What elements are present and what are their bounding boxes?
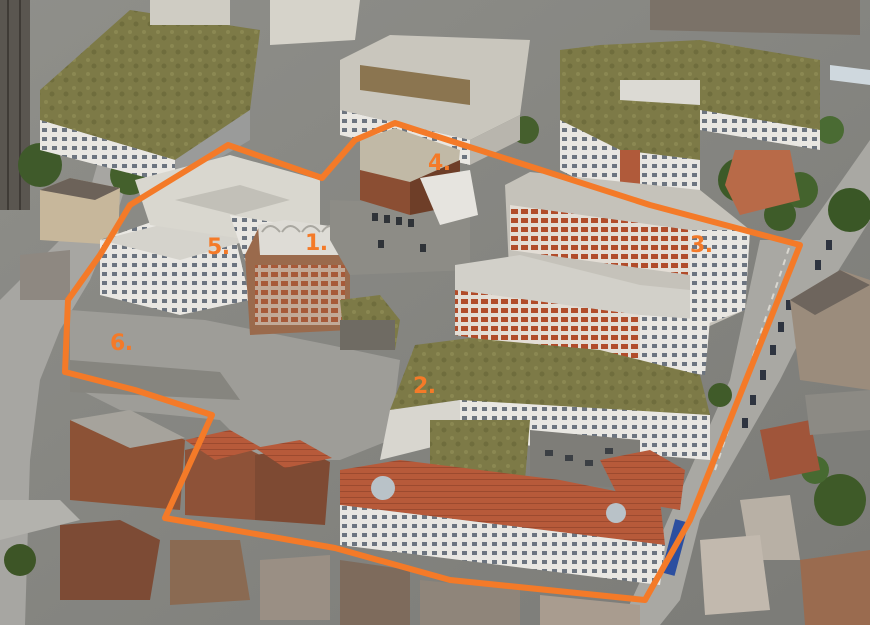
parked-cars — [742, 240, 832, 428]
zone-label-2: 2. — [413, 374, 436, 399]
street-junction — [0, 500, 80, 540]
site-area — [70, 128, 750, 585]
zone-label-3: 3. — [690, 233, 713, 258]
zone-label-6: 6. — [110, 331, 133, 356]
houses-west — [20, 178, 120, 300]
zone-label-5: 5. — [207, 235, 230, 260]
houses-east — [700, 270, 870, 625]
zone-label-1: 1. — [305, 231, 328, 256]
houses-south — [60, 410, 640, 625]
site-outline — [62, 120, 803, 603]
zone-label-4: 4. — [428, 151, 451, 176]
